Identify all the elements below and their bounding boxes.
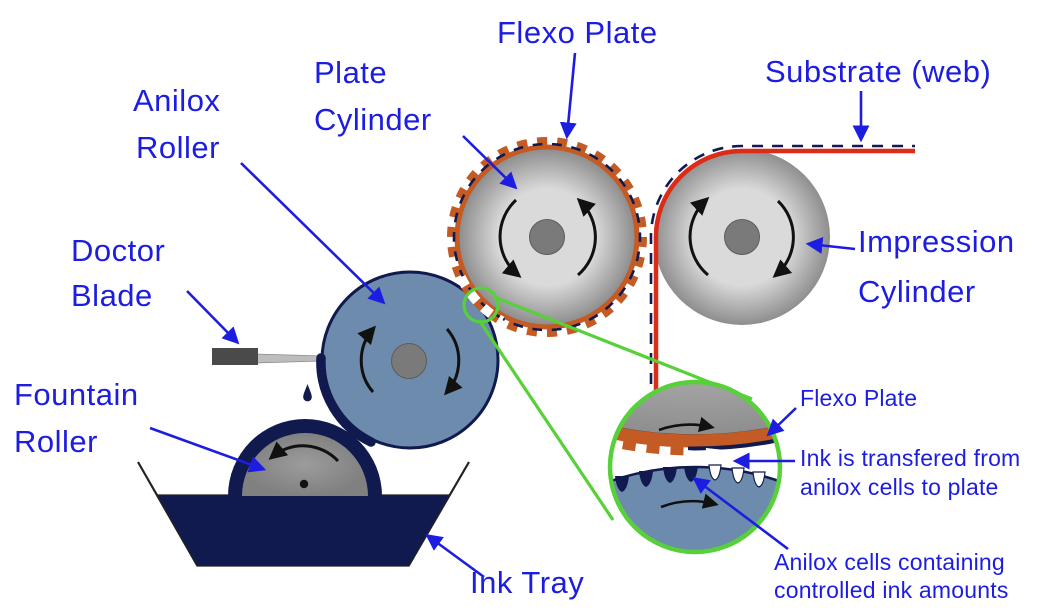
- detail-right-zone: [688, 383, 779, 463]
- anilox-rotation-arrow-right: [444, 328, 463, 396]
- detail-plate-motion-arrow: [658, 416, 715, 433]
- arrow-detail-flexo-plate: [766, 407, 797, 437]
- plate-hub: [529, 219, 565, 255]
- magnifier-cone-lower-line: [477, 319, 615, 521]
- impression-rotation-arrow-right: [772, 199, 795, 278]
- substrate-web: [649, 144, 915, 404]
- label-ink-transfer-2: anilox cells to plate: [800, 474, 999, 500]
- label-impression-cylinder-2: Cylinder: [858, 274, 976, 309]
- impression-cylinder: [654, 149, 830, 325]
- detail-anilox-cells-empty: [708, 464, 766, 488]
- label-plate-cylinder-2: Cylinder: [314, 102, 432, 137]
- flexo-plate-ink-dashes: [452, 142, 642, 332]
- label-fountain-roller-1: Fountain: [14, 377, 139, 412]
- label-anilox-cells-2: controlled ink amounts: [774, 577, 1009, 603]
- detail-ink-film-on-plate: [688, 383, 779, 451]
- plate-rotation-arrow-right: [576, 197, 597, 277]
- impression-rotation-arrow-left: [688, 196, 710, 277]
- label-flexo-plate: Flexo Plate: [497, 15, 658, 50]
- arrow-fountain-roller: [149, 426, 267, 473]
- arrow-anilox-roller: [240, 162, 386, 305]
- label-anilox-roller-1: Anilox: [133, 83, 220, 118]
- magnifier-source-circle: [462, 286, 500, 324]
- ink-drop: [303, 384, 312, 402]
- anilox-hub: [391, 343, 427, 379]
- label-ink-transfer-1: Ink is transfered from: [800, 445, 1020, 471]
- detail-contact-tooth-small: [685, 450, 702, 470]
- doctor-blade-holder: [212, 348, 258, 365]
- label-plate-cylinder-1: Plate: [314, 55, 387, 90]
- anilox-roller: [316, 270, 500, 450]
- fountain-roller: [228, 419, 382, 496]
- impression-hub: [724, 219, 760, 255]
- arrow-flexo-plate: [559, 52, 577, 140]
- label-detail-flexo-plate: Flexo Plate: [800, 385, 917, 411]
- arrow-plate-cylinder: [462, 135, 518, 190]
- label-doctor-blade-2: Blade: [71, 278, 153, 313]
- label-anilox-roller-2: Roller: [136, 130, 220, 165]
- anilox-rotation-arrow-left: [357, 325, 376, 393]
- ink-pool: [155, 494, 452, 567]
- arrow-doctor-blade: [186, 290, 240, 345]
- plate-cylinder: [447, 137, 647, 337]
- arrow-impression-cylinder: [805, 237, 856, 254]
- label-substrate: Substrate (web): [765, 54, 991, 89]
- label-ink-tray: Ink Tray: [470, 565, 584, 600]
- plate-rotation-arrow-left: [498, 198, 522, 278]
- fountain-roller-axis-dot: [299, 479, 309, 489]
- plate-nip-white-teeth: [456, 274, 505, 326]
- detail-circle-outline: [607, 379, 783, 555]
- label-anilox-cells-1: Anilox cells containing: [774, 549, 1005, 575]
- fountain-rotation-arrow: [268, 441, 340, 463]
- anilox-ink-crescent: [316, 353, 376, 447]
- label-impression-cylinder-1: Impression: [858, 224, 1015, 259]
- flexo-plate-teeth: [447, 137, 647, 337]
- substrate-web-line: [653, 148, 915, 404]
- label-doctor-blade-1: Doctor: [71, 233, 165, 268]
- arrow-ink-tray: [425, 534, 485, 579]
- ink-tray: [137, 461, 470, 567]
- label-fountain-roller-2: Roller: [14, 424, 98, 459]
- arrow-anilox-cells: [692, 476, 789, 551]
- doctor-blade: [212, 348, 323, 402]
- doctor-blade-blade: [255, 353, 323, 364]
- flexo-plate-ring: [454, 144, 640, 330]
- detail-flexo-plate-band: [611, 383, 779, 448]
- annotations: Flexo Plate Plate Cylinder Substrate (we…: [14, 15, 1020, 603]
- detail-anilox-motion-arrow: [660, 493, 719, 509]
